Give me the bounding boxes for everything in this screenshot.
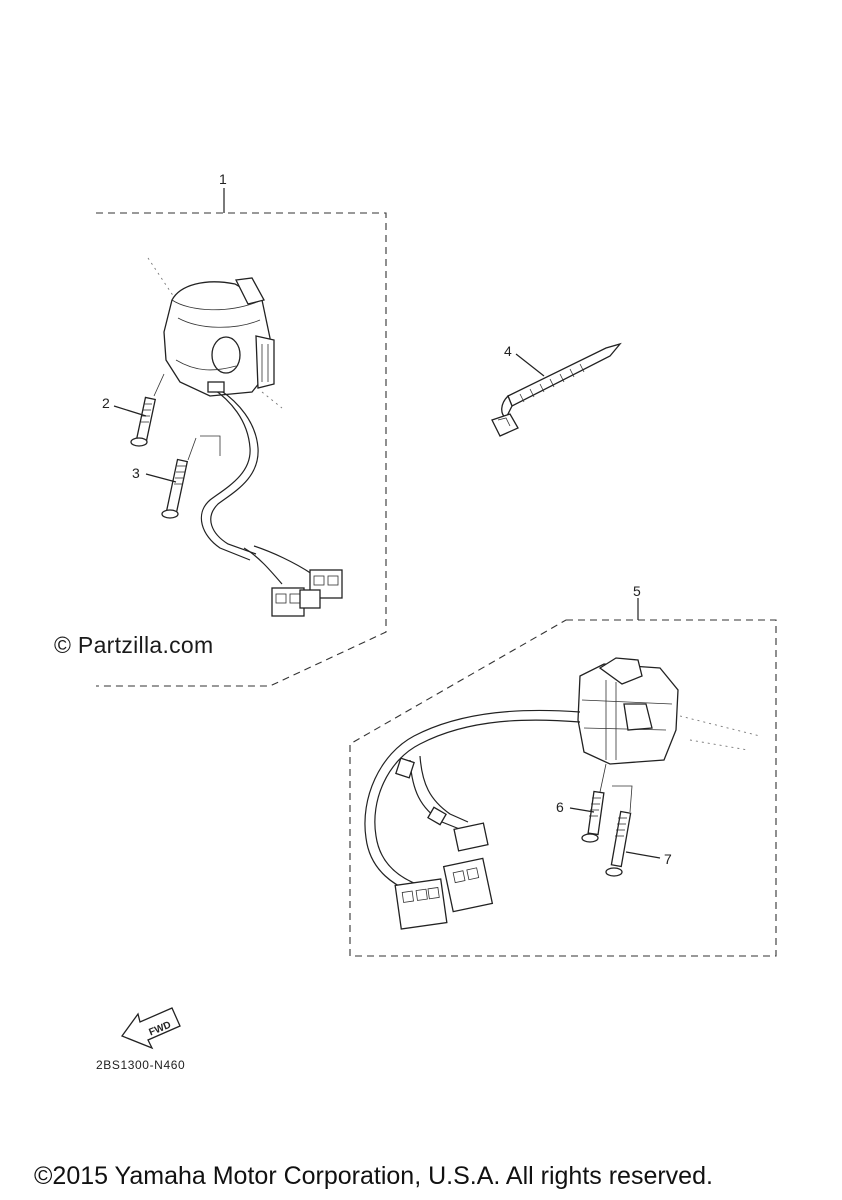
fwd-arrow-icon: FWD	[120, 1007, 181, 1050]
callout-7: 7	[664, 851, 672, 867]
callout-2: 2	[102, 395, 110, 411]
callout-5: 5	[633, 583, 641, 599]
screw-icon	[581, 763, 607, 843]
callout-4: 4	[504, 343, 512, 359]
left-handlebar-switch-icon	[147, 257, 343, 617]
group-5-boundary	[349, 619, 777, 957]
screw-icon	[161, 437, 197, 519]
screw-icon	[130, 373, 165, 447]
part-code: 2BS1300-N460	[96, 1058, 186, 1072]
right-handlebar-switch-icon	[364, 657, 761, 930]
callout-6-leader	[569, 807, 595, 813]
callout-4-leader	[515, 353, 545, 377]
copyright-notice: ©2015 Yamaha Motor Corporation, U.S.A. A…	[34, 1162, 713, 1190]
callout-3-leader	[145, 473, 177, 483]
callout-2-leader	[113, 405, 147, 417]
group-1-boundary	[96, 212, 387, 687]
callout-1: 1	[219, 171, 227, 187]
watermark: © Partzilla.com	[54, 632, 214, 658]
screw-icon	[605, 785, 633, 877]
callout-6: 6	[556, 799, 564, 815]
cable-tie-icon	[491, 342, 622, 437]
callout-7-leader	[625, 851, 661, 859]
callout-3: 3	[132, 465, 140, 481]
